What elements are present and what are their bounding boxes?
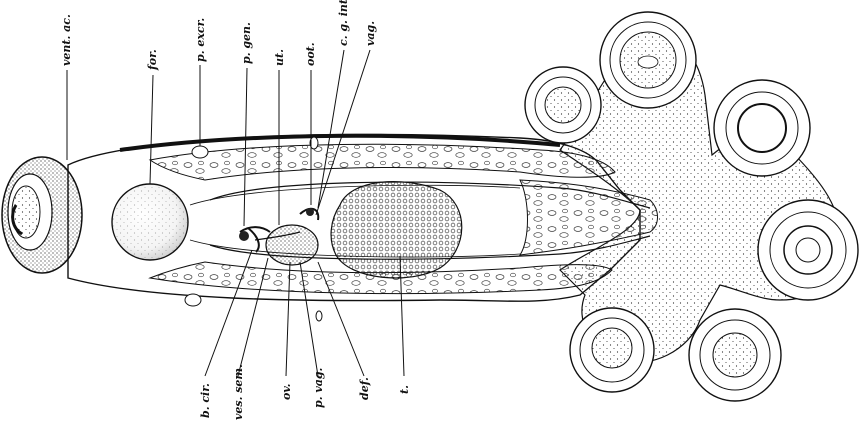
label-ves-sem: ves. sem.: [232, 364, 245, 420]
label-ut: ut.: [273, 49, 286, 66]
label-c-g-int: c. g. int.: [337, 0, 350, 46]
label-for: for.: [146, 49, 159, 71]
ventral-sucker: [2, 157, 82, 273]
label-b-cir: b. cir.: [199, 383, 212, 418]
label-oot: oot.: [304, 42, 317, 66]
posterior-sucker-3: [714, 80, 810, 176]
label-p-gen: p. gen.: [240, 22, 253, 64]
posterior-sucker-4: [758, 200, 858, 300]
label-def: def.: [358, 377, 371, 400]
excretory-pore-2: [185, 294, 201, 306]
label-t: t.: [398, 385, 411, 394]
label-p-excr: p. excr.: [194, 18, 207, 62]
posterior-sucker-6: [689, 309, 781, 401]
label-ov: ov.: [280, 383, 293, 400]
posterior-sucker-1: [600, 12, 696, 108]
label-vent-ac: vent. ac.: [60, 14, 73, 66]
label-vag: vag.: [364, 21, 377, 46]
testis: [331, 182, 462, 278]
posterior-sucker-2: [525, 67, 601, 143]
excretory-pore: [192, 146, 208, 158]
label-p-vag: p. vag.: [312, 367, 325, 408]
oral-sucker: [112, 184, 188, 260]
posterior-sucker-5: [570, 308, 654, 392]
